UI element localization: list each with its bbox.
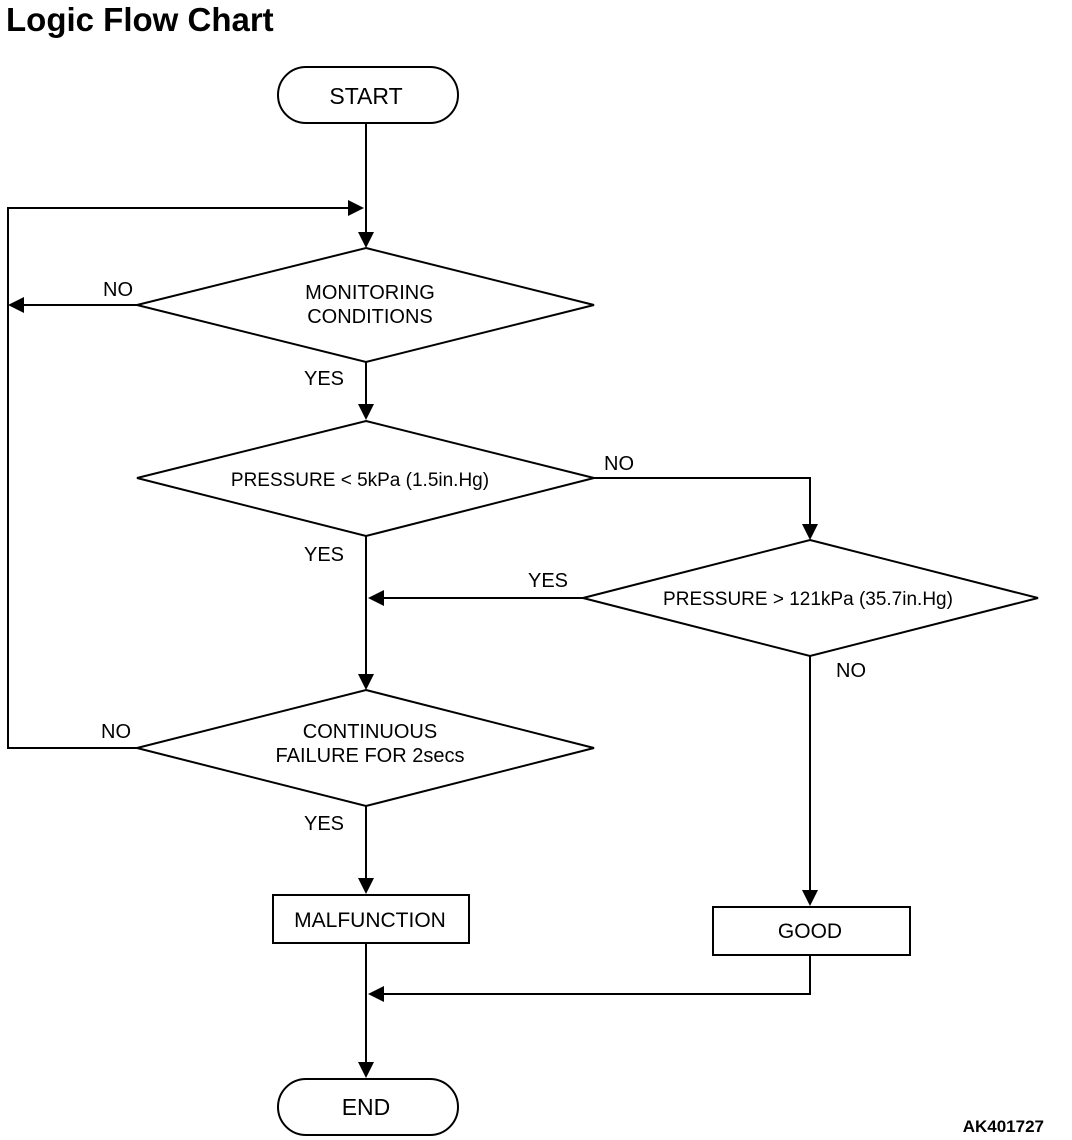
page-title: Logic Flow Chart bbox=[6, 1, 274, 38]
monitoring-decision-line-1: MONITORING bbox=[305, 282, 435, 304]
arrowheads bbox=[8, 200, 818, 1078]
monitoring-conditions-decision: MONITORING CONDITIONS bbox=[136, 246, 595, 364]
monitoring-no-label: NO bbox=[103, 279, 133, 301]
monitoring-decision-line-2: CONDITIONS bbox=[307, 306, 433, 328]
pressure-low-no-label: NO bbox=[604, 453, 634, 475]
pressure-low-no-line bbox=[594, 477, 811, 526]
branch-labels: NO YES NO YES YES NO NO YES bbox=[101, 279, 866, 835]
continuous-failure-decision: CONTINUOUS FAILURE FOR 2secs bbox=[136, 688, 595, 808]
end-terminal: END bbox=[277, 1078, 459, 1136]
continuous-decision-line-1: CONTINUOUS bbox=[303, 721, 437, 743]
pressure-low-decision-label: PRESSURE < 5kPa (1.5in.Hg) bbox=[231, 470, 489, 491]
start-terminal-label: START bbox=[329, 83, 402, 109]
arrowhead-into-good bbox=[802, 890, 818, 906]
arrowhead-into-malfunction bbox=[358, 878, 374, 894]
good-to-end-line bbox=[380, 956, 811, 995]
arrowhead-loop-merge bbox=[348, 200, 364, 216]
malfunction-process-label: MALFUNCTION bbox=[294, 909, 446, 932]
pressure-high-yes-label: YES bbox=[528, 570, 568, 592]
pressure-high-decision-label: PRESSURE > 121kPa (35.7in.Hg) bbox=[663, 589, 953, 610]
continuous-decision-line-2: FAILURE FOR 2secs bbox=[276, 745, 465, 767]
good-process-label: GOOD bbox=[778, 920, 842, 943]
pressure-high-no-label: NO bbox=[836, 660, 866, 682]
start-terminal: START bbox=[277, 66, 459, 124]
connector-lines bbox=[7, 124, 811, 1064]
end-terminal-label: END bbox=[342, 1094, 391, 1120]
arrowhead-into-pressure-low bbox=[358, 404, 374, 420]
arrowhead-into-monitoring bbox=[358, 232, 374, 248]
continuous-no-label: NO bbox=[101, 721, 131, 743]
arrowhead-into-pressure-high bbox=[802, 524, 818, 540]
arrowhead-into-end bbox=[358, 1062, 374, 1078]
good-process: GOOD bbox=[712, 906, 911, 956]
pressure-high-decision: PRESSURE > 121kPa (35.7in.Hg) bbox=[582, 538, 1039, 658]
malfunction-process: MALFUNCTION bbox=[272, 894, 470, 944]
arrowhead-good-merge bbox=[368, 986, 384, 1002]
pressure-low-decision: PRESSURE < 5kPa (1.5in.Hg) bbox=[136, 419, 595, 538]
figure-code: AK401727 bbox=[962, 1117, 1044, 1136]
arrowhead-into-continuous bbox=[358, 674, 374, 690]
retry-loop-line bbox=[7, 207, 352, 749]
continuous-yes-label: YES bbox=[304, 813, 344, 835]
pressure-low-yes-label: YES bbox=[304, 544, 344, 566]
arrowhead-monitoring-no bbox=[8, 297, 24, 313]
monitoring-yes-label: YES bbox=[304, 368, 344, 390]
arrowhead-pressure-high-yes bbox=[368, 590, 384, 606]
